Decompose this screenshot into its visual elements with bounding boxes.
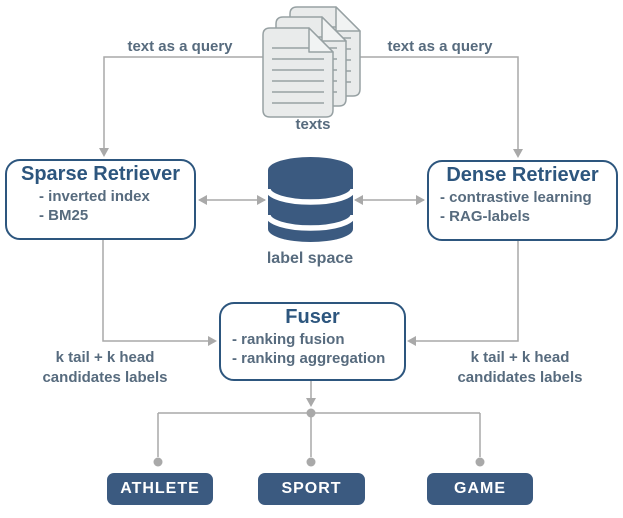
sparse-retriever-item-1: - inverted index xyxy=(39,188,150,205)
output-label-game: GAME xyxy=(454,480,506,497)
right-candidates-line-1: k tail + k head xyxy=(470,349,570,366)
arrowhead-into-fuser-right xyxy=(407,336,416,346)
left-candidates-line-1: k tail + k head xyxy=(55,349,155,366)
page-back-fold xyxy=(335,6,361,32)
database-gap-upper xyxy=(265,188,356,205)
arrowhead-into-labelspace-left xyxy=(257,195,266,205)
left-candidates-line-2: candidates labels xyxy=(42,369,168,386)
connector-sparse-to-fuser xyxy=(102,240,209,342)
database-gap-lower xyxy=(265,214,356,231)
output-box-athlete: ATHLETE xyxy=(107,473,213,505)
fuser-node: Fuser - ranking fusion - ranking aggrega… xyxy=(219,302,406,381)
arrowhead-into-dense-left xyxy=(416,195,425,205)
output-box-game: GAME xyxy=(427,473,533,505)
texts-label: texts xyxy=(295,116,331,133)
arrowheads xyxy=(99,148,523,407)
right-candidates-label: k tail + k head candidates labels xyxy=(430,348,610,388)
dense-retriever-title: Dense Retriever xyxy=(446,164,599,186)
texts-icon xyxy=(262,6,361,118)
arrowhead-into-sparse-top xyxy=(99,148,109,157)
arrowhead-into-labelspace-right xyxy=(354,195,363,205)
output-box-sport: SPORT xyxy=(258,473,365,505)
connector-dots xyxy=(153,408,485,467)
sparse-retriever-node: Sparse Retriever - inverted index - BM25 xyxy=(5,159,196,240)
connectors xyxy=(102,56,519,457)
sparse-retriever-title: Sparse Retriever xyxy=(21,163,180,185)
output-label-sport: SPORT xyxy=(281,480,342,497)
connector-texts-to-dense xyxy=(358,56,519,150)
left-candidates-label: k tail + k head candidates labels xyxy=(15,348,195,388)
query-label-right: text as a query xyxy=(387,38,493,55)
arrowhead-into-fuser-left xyxy=(208,336,217,346)
arrowhead-into-junction xyxy=(306,398,316,407)
dense-retriever-item-1: - contrastive learning xyxy=(440,189,592,206)
output-label-athlete: ATHLETE xyxy=(120,480,200,497)
dense-retriever-item-2: - RAG-labels xyxy=(440,208,531,225)
page-middle-fold xyxy=(321,16,347,42)
dense-retriever-node: Dense Retriever - contrastive learning -… xyxy=(427,160,618,241)
page-front-fold xyxy=(308,27,334,53)
junction-dot xyxy=(306,408,316,418)
arrowhead-into-sparse-right xyxy=(198,195,207,205)
right-candidates-line-2: candidates labels xyxy=(457,369,583,386)
arrowhead-into-dense-top xyxy=(513,149,523,158)
connector-dense-to-fuser xyxy=(415,241,519,342)
label-space-label: label space xyxy=(266,250,354,267)
database-icon xyxy=(265,157,356,242)
fuser-title: Fuser xyxy=(285,306,340,328)
terminal-dot-right xyxy=(475,457,485,467)
query-label-left: text as a query xyxy=(127,38,233,55)
fuser-item-2: - ranking aggregation xyxy=(232,350,386,367)
sparse-retriever-item-2: - BM25 xyxy=(39,207,89,224)
connector-texts-to-sparse xyxy=(103,56,263,149)
terminal-dot-center xyxy=(306,457,316,467)
terminal-dot-left xyxy=(153,457,163,467)
fuser-item-1: - ranking fusion xyxy=(232,331,345,348)
